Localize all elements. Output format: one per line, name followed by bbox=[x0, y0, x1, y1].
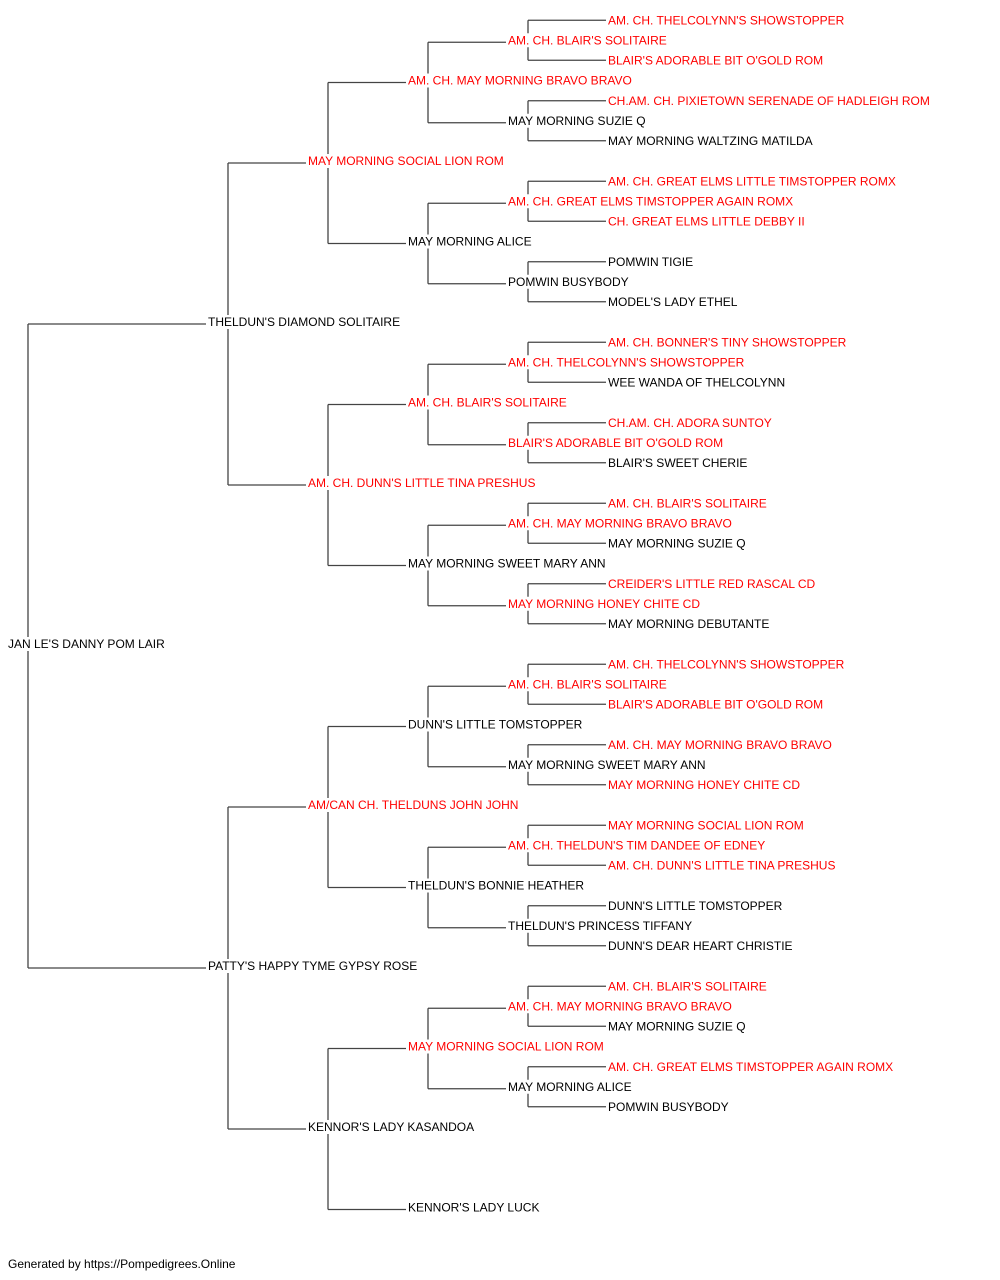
ancestor-name: POMWIN TIGIE bbox=[608, 255, 693, 269]
ancestor-name: WEE WANDA OF THELCOLYNN bbox=[608, 375, 785, 389]
ancestor-name: AM. CH. DUNN'S LITTLE TINA PRESHUS bbox=[608, 858, 835, 872]
ancestor-name: BLAIR'S SWEET CHERIE bbox=[608, 456, 747, 470]
ancestor-name: AM. CH. BLAIR'S SOLITAIRE bbox=[608, 979, 767, 993]
ancestor-name: POMWIN BUSYBODY bbox=[508, 275, 629, 289]
ancestor-name: AM. CH. GREAT ELMS LITTLE TIMSTOPPER ROM… bbox=[608, 174, 896, 188]
subject-dog-name: JAN LE'S DANNY POM LAIR bbox=[8, 637, 165, 651]
ancestor-name: MAY MORNING ALICE bbox=[408, 235, 532, 249]
ancestor-name: MAY MORNING DEBUTANTE bbox=[608, 617, 769, 631]
ancestor-name: MAY MORNING SUZIE Q bbox=[608, 1019, 746, 1033]
ancestor-name: DUNN'S LITTLE TOMSTOPPER bbox=[408, 718, 583, 732]
ancestor-name: MAY MORNING SUZIE Q bbox=[508, 114, 646, 128]
ancestor-name: MAY MORNING WALTZING MATILDA bbox=[608, 134, 813, 148]
ancestor-name: MAY MORNING SOCIAL LION ROM bbox=[308, 154, 504, 168]
ancestor-name: CH. GREAT ELMS LITTLE DEBBY II bbox=[608, 214, 805, 228]
ancestor-name: AM. CH. THELCOLYNN'S SHOWSTOPPER bbox=[608, 657, 845, 671]
ancestor-name: MAY MORNING SUZIE Q bbox=[608, 536, 746, 550]
ancestor-name: AM. CH. THELDUN'S TIM DANDEE OF EDNEY bbox=[508, 838, 765, 852]
ancestor-name: AM. CH. GREAT ELMS TIMSTOPPER AGAIN ROMX bbox=[608, 1060, 893, 1074]
ancestor-name: THELDUN'S BONNIE HEATHER bbox=[408, 879, 584, 893]
ancestor-name: CH.AM. CH. PIXIETOWN SERENADE OF HADLEIG… bbox=[608, 94, 930, 108]
ancestor-name: AM. CH. MAY MORNING BRAVO BRAVO bbox=[508, 999, 732, 1013]
ancestor-name: AM. CH. GREAT ELMS TIMSTOPPER AGAIN ROMX bbox=[508, 194, 793, 208]
ancestor-name: AM. CH. BLAIR'S SOLITAIRE bbox=[508, 33, 667, 47]
ancestor-name: AM. CH. MAY MORNING BRAVO BRAVO bbox=[408, 74, 632, 88]
ancestor-name: DUNN'S DEAR HEART CHRISTIE bbox=[608, 939, 793, 953]
ancestor-name: KENNOR'S LADY KASANDOA bbox=[308, 1120, 474, 1134]
ancestor-name: AM. CH. BLAIR'S SOLITAIRE bbox=[508, 677, 667, 691]
ancestor-name: AM. CH. MAY MORNING BRAVO BRAVO bbox=[508, 516, 732, 530]
ancestor-name: MAY MORNING SOCIAL LION ROM bbox=[608, 818, 804, 832]
ancestor-name: MAY MORNING ALICE bbox=[508, 1080, 632, 1094]
ancestor-name: CH.AM. CH. ADORA SUNTOY bbox=[608, 416, 772, 430]
ancestor-name: THELDUN'S PRINCESS TIFFANY bbox=[508, 919, 692, 933]
ancestor-name: BLAIR'S ADORABLE BIT O'GOLD ROM bbox=[608, 697, 823, 711]
ancestor-name: THELDUN'S DIAMOND SOLITAIRE bbox=[208, 315, 400, 329]
ancestor-name: BLAIR'S ADORABLE BIT O'GOLD ROM bbox=[608, 53, 823, 67]
ancestor-name: MAY MORNING HONEY CHITE CD bbox=[508, 597, 700, 611]
ancestor-name: DUNN'S LITTLE TOMSTOPPER bbox=[608, 899, 783, 913]
ancestor-name: AM. CH. THELCOLYNN'S SHOWSTOPPER bbox=[608, 13, 845, 27]
ancestor-name: POMWIN BUSYBODY bbox=[608, 1100, 729, 1114]
ancestor-name: AM. CH. BLAIR'S SOLITAIRE bbox=[608, 496, 767, 510]
footer-credit: Generated by https://Pompedigrees.Online bbox=[8, 1257, 236, 1271]
ancestor-name: MAY MORNING SOCIAL LION ROM bbox=[408, 1040, 604, 1054]
ancestor-name: MODEL'S LADY ETHEL bbox=[608, 295, 738, 309]
ancestor-name: AM. CH. BLAIR'S SOLITAIRE bbox=[408, 396, 567, 410]
ancestor-name: AM. CH. THELCOLYNN'S SHOWSTOPPER bbox=[508, 355, 745, 369]
ancestor-name: AM/CAN CH. THELDUNS JOHN JOHN bbox=[308, 798, 518, 812]
ancestor-name: AM. CH. MAY MORNING BRAVO BRAVO bbox=[608, 738, 832, 752]
ancestor-name: CREIDER'S LITTLE RED RASCAL CD bbox=[608, 577, 816, 591]
ancestor-name: PATTY'S HAPPY TYME GYPSY ROSE bbox=[208, 959, 417, 973]
ancestor-name: MAY MORNING SWEET MARY ANN bbox=[408, 557, 606, 571]
ancestor-name: MAY MORNING HONEY CHITE CD bbox=[608, 778, 800, 792]
ancestor-name: AM. CH. DUNN'S LITTLE TINA PRESHUS bbox=[308, 476, 535, 490]
ancestor-name: MAY MORNING SWEET MARY ANN bbox=[508, 758, 706, 772]
ancestor-name: KENNOR'S LADY LUCK bbox=[408, 1201, 539, 1215]
ancestor-name: BLAIR'S ADORABLE BIT O'GOLD ROM bbox=[508, 436, 723, 450]
ancestor-name: AM. CH. BONNER'S TINY SHOWSTOPPER bbox=[608, 335, 847, 349]
